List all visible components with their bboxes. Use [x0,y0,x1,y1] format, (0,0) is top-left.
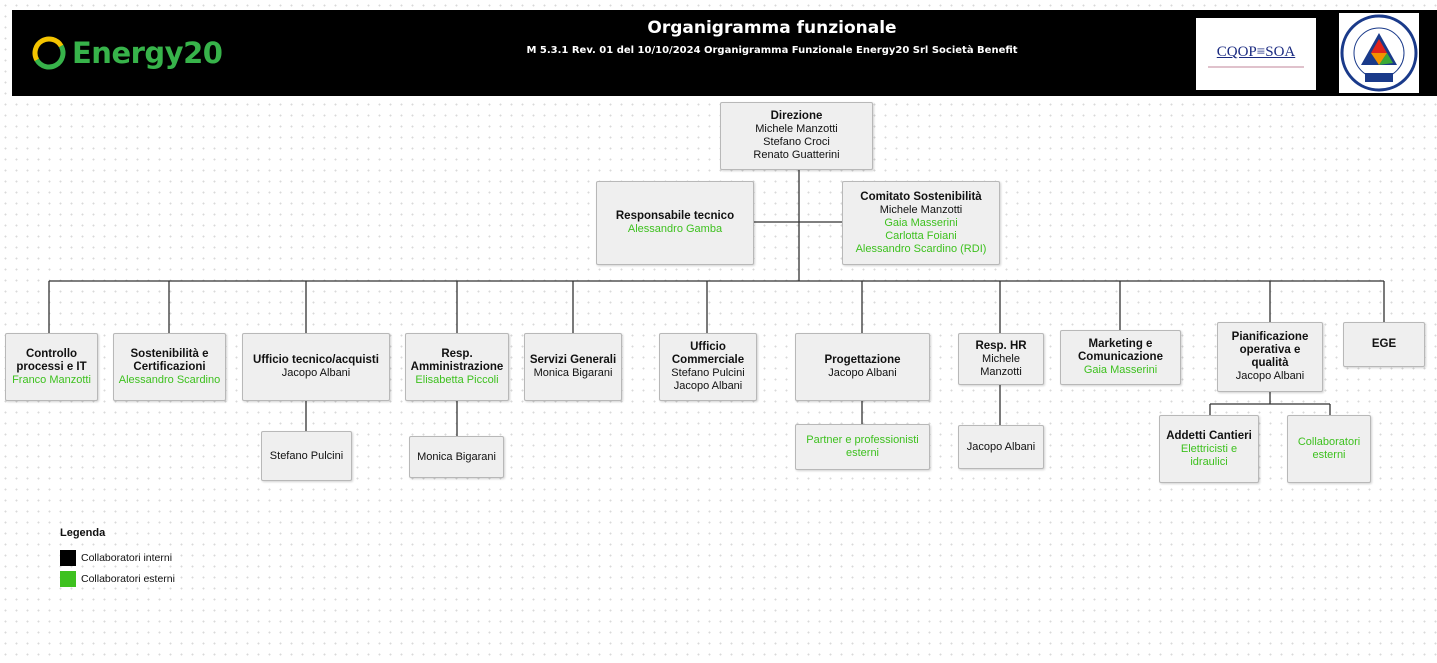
node-comitato-sostenibilita: Comitato Sostenibilità Michele Manzotti … [842,181,1000,265]
node-amministrazione-title: Resp. Amministrazione [410,347,504,373]
node-ufficio-tecnico-sub: Stefano Pulcini [261,431,352,481]
node-hr-member: Michele Manzotti [980,352,1022,378]
node-amministrazione-member: Elisabetta Piccoli [415,373,499,386]
node-direzione-title: Direzione [770,110,823,122]
legend-label-internal: Collaboratori interni [81,552,173,564]
node-hr-sub: Jacopo Albani [958,425,1044,469]
node-pianificazione-title: Pianificazione operativa e qualità [1231,331,1309,369]
node-comitato-member: Carlotta Foiani [885,229,957,242]
node-pianificazione-member: Jacopo Albani [1235,370,1305,382]
node-responsabile-tecnico-title: Responsabile tecnico [615,210,735,222]
eurocertifications-logo [1339,13,1419,93]
node-ufficio-tecnico-title: Ufficio tecnico/acquisti [253,354,379,366]
node-ege-title: EGE [1371,338,1397,350]
legend-swatch-external [60,571,76,587]
node-progettazione-title: Progettazione [824,354,901,366]
node-ufficio-commerciale: Ufficio Commerciale Stefano Pulcini Jaco… [659,333,757,401]
node-direzione-member: Michele Manzotti [755,123,838,135]
node-resp-amministrazione: Resp. Amministrazione Elisabetta Piccoli [405,333,509,401]
node-progettazione: Progettazione Jacopo Albani [795,333,930,401]
node-addetti-cantieri: Addetti Cantieri Elettricisti e idraulic… [1159,415,1259,483]
node-controllo-member: Franco Manzotti [12,373,91,386]
node-commerciale-member: Jacopo Albani [673,380,743,392]
node-pianificazione: Pianificazione operativa e qualità Jacop… [1217,322,1323,392]
legend-item-internal: Collaboratori interni [60,549,175,567]
legend-item-external: Collaboratori esterni [60,570,175,588]
legend-title: Legenda [60,527,106,539]
node-direzione-member: Renato Guatterini [753,149,840,161]
node-cantieri-title: Addetti Cantieri [1166,429,1252,442]
node-commerciale-member: Stefano Pulcini [671,367,745,379]
company-logo-text: Energy20 [72,36,223,70]
node-responsabile-tecnico-member: Alessandro Gamba [627,223,723,235]
node-sostenibilita-title: Sostenibilità e Certificazioni [130,347,209,373]
node-direzione: Direzione Michele Manzotti Stefano Croci… [720,102,873,170]
node-hr-title: Resp. HR [975,339,1027,352]
page-subtitle: M 5.3.1 Rev. 01 del 10/10/2024 Organigra… [526,45,1018,56]
header-banner: Energy20 Organigramma funzionale M 5.3.1… [12,10,1437,96]
node-marketing-member: Gaia Masserini [1083,364,1158,376]
node-commerciale-title: Ufficio Commerciale [671,341,745,366]
node-amministrazione-sub-member: Monica Bigarani [417,450,496,463]
iso-9001-badge-icon [1340,14,1418,92]
node-progettazione-sub-member: Partner e professionisti esterni [806,434,919,459]
node-resp-hr: Resp. HR Michele Manzotti [958,333,1044,385]
node-sostenibilita-certificazioni: Sostenibilità e Certificazioni Alessandr… [113,333,226,401]
legend: Legenda Collaboratori interni Collaborat… [60,527,175,591]
node-servizi-member: Monica Bigarani [533,367,613,379]
node-controllo-processi: Controllo processi e IT Franco Manzotti [5,333,98,401]
cqop-divider [1208,66,1304,68]
cqop-soa-logo: CQOP≡SOA [1196,18,1316,90]
node-ufficio-tecnico-member: Jacopo Albani [281,367,351,379]
cqop-soa-logo-text: CQOP≡SOA [1216,44,1296,60]
node-comitato-member: Michele Manzotti [879,203,963,216]
node-ege: EGE [1343,322,1425,367]
node-sostenibilita-member: Alessandro Scardino [118,373,221,386]
legend-label-external: Collaboratori esterni [81,573,175,585]
node-ufficio-tecnico: Ufficio tecnico/acquisti Jacopo Albani [242,333,390,401]
node-amministrazione-sub: Monica Bigarani [409,436,504,478]
page-title: Organigramma funzionale [647,18,897,38]
node-progettazione-sub: Partner e professionisti esterni [795,424,930,470]
node-collaboratori-esterni: Collaboratori esterni [1287,415,1371,483]
node-collaboratori-member: Collaboratori esterni [1297,436,1361,461]
node-hr-sub-member: Jacopo Albani [966,440,1036,453]
node-ufficio-tecnico-sub-member: Stefano Pulcini [269,449,344,462]
node-direzione-member: Stefano Croci [763,136,830,148]
node-comitato-member: Gaia Masserini [884,216,958,229]
company-logo: Energy20 [32,28,223,78]
energy20-logo-icon [32,36,66,70]
node-servizi-title: Servizi Generali [529,354,617,366]
node-comitato-title: Comitato Sostenibilità [860,190,982,203]
node-progettazione-member: Jacopo Albani [828,367,897,379]
node-controllo-title: Controllo processi e IT [16,347,87,373]
node-responsabile-tecnico: Responsabile tecnico Alessandro Gamba [596,181,754,265]
node-marketing-title: Marketing e Comunicazione [1078,338,1163,363]
legend-swatch-internal [60,550,76,566]
node-comitato-member: Alessandro Scardino (RDI) [855,242,987,255]
node-marketing: Marketing e Comunicazione Gaia Masserini [1060,330,1181,385]
node-servizi-generali: Servizi Generali Monica Bigarani [524,333,622,401]
node-cantieri-member: Elettricisti e idraulici [1180,442,1238,468]
